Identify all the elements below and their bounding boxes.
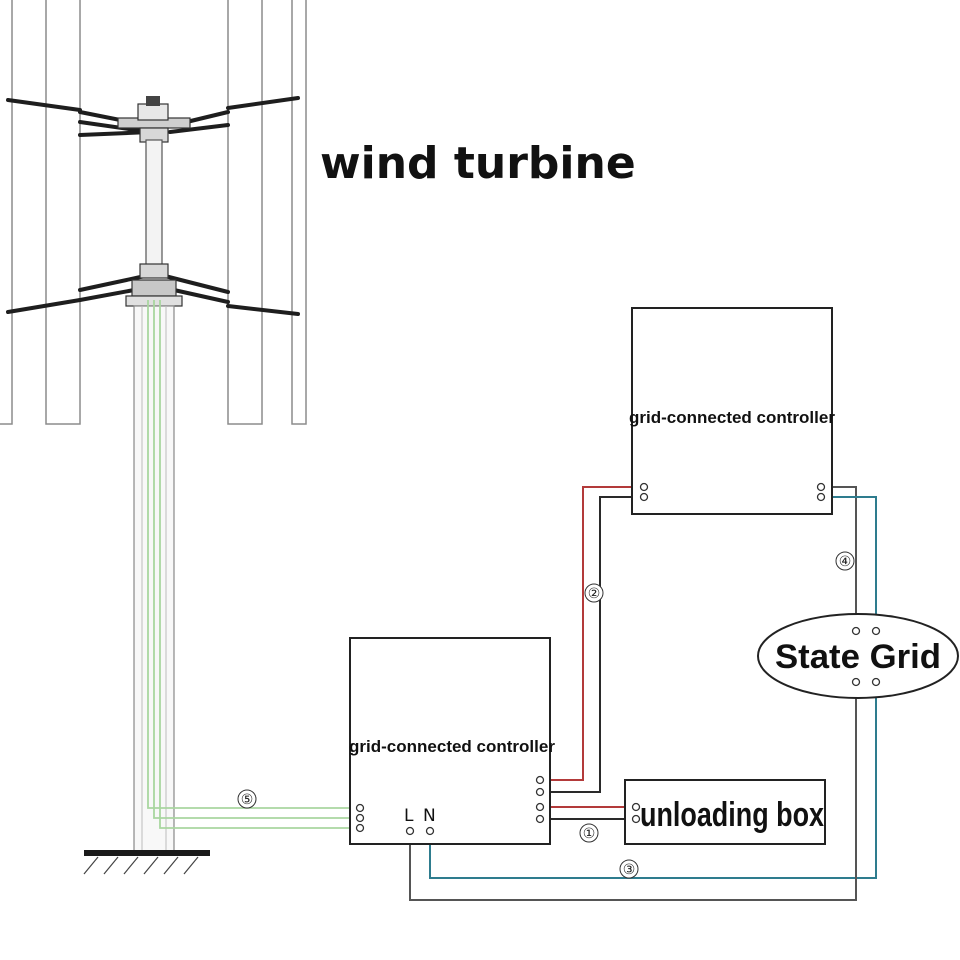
controller-bottom: grid-connected controller L N xyxy=(349,637,555,845)
state-grid: State Grid xyxy=(757,613,959,699)
terminal-turbine-phase-2 xyxy=(355,813,365,823)
terminal-bottom-dc-positive xyxy=(535,775,545,785)
terminal-n xyxy=(425,826,435,836)
wires xyxy=(147,300,877,901)
wind-turbine xyxy=(0,0,307,875)
terminal-grid-top-neutral xyxy=(871,626,881,636)
turbine-cable-phase-3 xyxy=(159,300,355,829)
state-grid-ellipse xyxy=(757,613,959,699)
terminal-top-dc-positive xyxy=(639,482,649,492)
blade-far-left xyxy=(0,0,13,425)
ground xyxy=(83,850,210,875)
blade-left xyxy=(45,0,81,425)
wire-dc-negative xyxy=(544,496,640,793)
terminal-grid-bottom-neutral xyxy=(871,677,881,687)
connection-markers: ① ② ③ ④ ⑤ xyxy=(237,551,855,879)
turbine-shaft xyxy=(145,139,163,267)
terminal-box-positive xyxy=(631,802,641,812)
wire-grid-neutral-top xyxy=(824,496,877,630)
terminal-unload-positive xyxy=(535,802,545,812)
terminal-top-ac-live xyxy=(816,482,826,492)
controller-top: grid-connected controller xyxy=(629,307,835,515)
marker-3: ③ xyxy=(619,859,639,879)
controller-top-label: grid-connected controller xyxy=(629,408,835,427)
marker-1: ① xyxy=(579,823,599,843)
terminal-unload-negative xyxy=(535,814,545,824)
terminal-top-ac-neutral xyxy=(816,492,826,502)
wire-grid-live-top xyxy=(824,486,857,630)
terminal-grid-top-live xyxy=(851,626,861,636)
terminal-grid-bottom-live xyxy=(851,677,861,687)
wire-dc-positive xyxy=(544,486,640,781)
marker-4-label: ④ xyxy=(839,554,852,570)
terminal-box-negative xyxy=(631,814,641,824)
upper-hub xyxy=(6,96,300,143)
marker-5-label: ⑤ xyxy=(241,792,254,808)
terminal-l-label: L xyxy=(404,806,414,826)
terminal-turbine-phase-1 xyxy=(355,803,365,813)
terminal-n-label: N xyxy=(423,806,436,826)
marker-3-label: ③ xyxy=(623,862,636,878)
wire-grid-neutral-bottom xyxy=(429,682,877,879)
turbine-cable-phase-1 xyxy=(147,300,355,809)
marker-4: ④ xyxy=(835,551,855,571)
turbine-blades xyxy=(0,0,307,425)
turbine-cable-phase-2 xyxy=(153,300,355,819)
controller-bottom-box xyxy=(349,637,551,845)
marker-2-label: ② xyxy=(588,586,601,602)
marker-5: ⑤ xyxy=(237,789,257,809)
unloading-box-label: unloading box xyxy=(640,796,824,834)
blade-far-right xyxy=(291,0,307,425)
marker-2: ② xyxy=(584,583,604,603)
terminal-l xyxy=(405,826,415,836)
terminal-top-dc-negative xyxy=(639,492,649,502)
state-grid-label: State Grid xyxy=(775,638,941,676)
unloading-box-frame xyxy=(624,779,826,845)
unloading-box: unloading box xyxy=(624,779,826,845)
terminal-turbine-phase-3 xyxy=(355,823,365,833)
marker-1-label: ① xyxy=(583,826,596,842)
wire-grid-live-bottom xyxy=(409,682,857,901)
diagram-title: wind turbine xyxy=(320,138,636,189)
terminal-bottom-dc-negative xyxy=(535,787,545,797)
controller-top-box xyxy=(631,307,833,515)
blade-right xyxy=(227,0,263,425)
controller-bottom-label: grid-connected controller xyxy=(349,737,555,756)
